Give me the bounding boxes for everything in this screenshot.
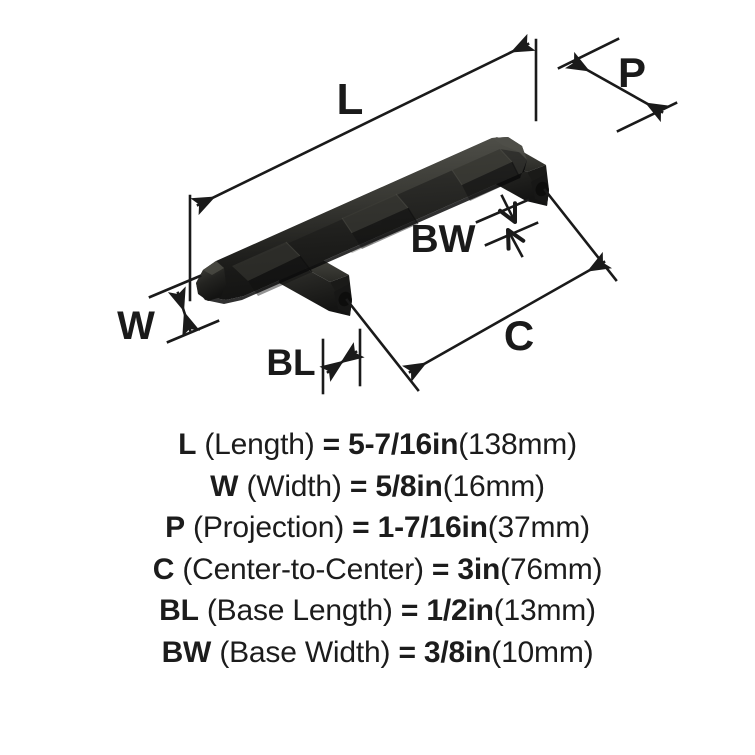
- specification-list: L (Length) = 5-7/16in(138mm) W (Width) =…: [0, 424, 755, 724]
- spec-value: 3/8in: [423, 635, 492, 669]
- product-diagram: L W P C BL BW: [117, 33, 678, 395]
- spec-row-width: W (Width) = 5/8in(16mm): [0, 466, 755, 508]
- w-extension-lower: [166, 319, 220, 344]
- spec-metric: (13mm): [493, 594, 596, 627]
- spec-row-center-to-center: C (Center-to-Center) = 3in(76mm): [0, 549, 755, 591]
- spec-row-base-width: BW (Base Width) = 3/8in(10mm): [0, 632, 755, 674]
- p-extension-lower: [616, 101, 678, 133]
- p-extension-upper: [557, 37, 620, 70]
- spec-metric: (138mm): [458, 428, 577, 461]
- spec-code: P: [165, 511, 185, 544]
- label-L: L: [337, 75, 364, 124]
- spec-metric: (76mm): [500, 552, 603, 586]
- spec-value: 3in: [457, 552, 501, 586]
- spec-code: BW: [161, 635, 212, 669]
- spec-name: (Length): [204, 428, 315, 461]
- spec-code: BL: [159, 594, 199, 627]
- spec-value: 5-7/16in: [348, 428, 459, 461]
- spec-metric: (37mm): [487, 511, 590, 544]
- spec-code: L: [178, 428, 197, 461]
- diagram-canvas: L W P C BL BW: [117, 33, 678, 395]
- spec-code: C: [152, 552, 175, 586]
- spec-row-base-length: BL (Base Length) = 1/2in(13mm): [0, 590, 755, 632]
- label-BL: BL: [266, 342, 315, 383]
- spec-equals: =: [352, 511, 370, 544]
- spec-code: W: [210, 469, 239, 503]
- bw-arrow-down: [498, 194, 518, 225]
- spec-name: (Width): [246, 469, 342, 503]
- pull-handle-illustration: [196, 137, 549, 316]
- label-P: P: [618, 49, 646, 96]
- spec-name: (Projection): [193, 511, 345, 544]
- w-extension-upper: [148, 274, 202, 299]
- spec-row-length: L (Length) = 5-7/16in(138mm): [0, 424, 755, 466]
- spec-name: (Center-to-Center): [182, 552, 424, 586]
- label-BW: BW: [411, 218, 476, 261]
- spec-equals: =: [398, 635, 416, 669]
- spec-value: 5/8in: [375, 469, 443, 503]
- bl-dimension-arrow: [319, 342, 365, 382]
- l-dimension-arrow: [190, 33, 536, 216]
- spec-row-projection: P (Projection) = 1-7/16in(37mm): [0, 507, 755, 549]
- c-extension-left: [345, 298, 420, 392]
- spec-name: (Base Width): [219, 635, 391, 669]
- spec-value: 1-7/16in: [377, 511, 488, 544]
- p-dimension-arrow: [565, 51, 670, 123]
- bw-arrow-up: [505, 227, 526, 258]
- dimension-annotations: [148, 33, 678, 395]
- label-C: C: [504, 312, 534, 359]
- spec-name: (Base Length): [206, 594, 393, 627]
- bw-extension-upper: [475, 198, 530, 224]
- spec-equals: =: [322, 428, 341, 461]
- spec-equals: =: [400, 594, 419, 627]
- spec-metric: (10mm): [491, 635, 594, 669]
- spec-metric: (16mm): [442, 469, 545, 503]
- spec-equals: =: [349, 469, 368, 503]
- w-dimension-arrow: [167, 286, 201, 337]
- c-dimension-arrow: [401, 251, 613, 383]
- c-extension-right: [543, 188, 618, 282]
- label-W: W: [117, 304, 155, 348]
- spec-equals: =: [431, 552, 450, 586]
- spec-value: 1/2in: [426, 594, 494, 627]
